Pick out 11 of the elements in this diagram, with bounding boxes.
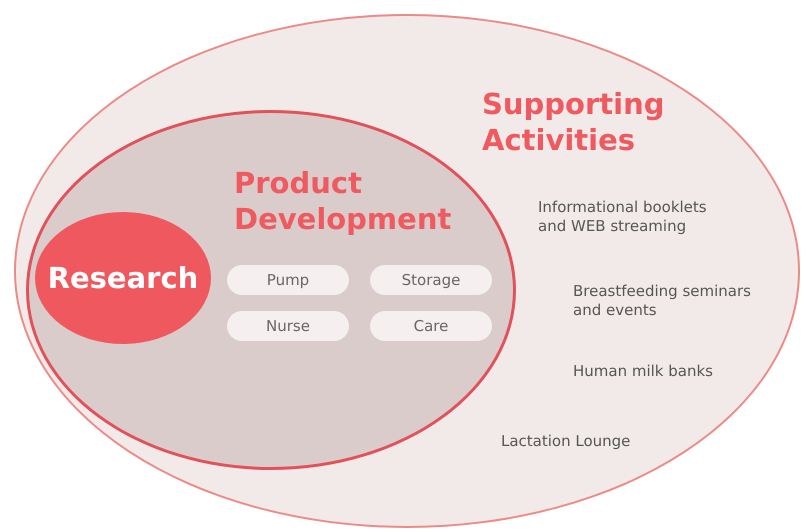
ellipse-title: Research — [48, 261, 198, 295]
item-pill: Pump — [227, 265, 349, 295]
ellipse-title: Supporting Activities — [482, 86, 666, 158]
activity-text: Lactation Lounge — [501, 432, 632, 451]
item-pill: Storage — [370, 265, 492, 295]
activity-text: Human milk banks — [573, 362, 714, 381]
activity-text: Informational booklets and WEB streaming — [538, 198, 708, 236]
item-pill: Nurse — [227, 311, 349, 341]
activity-text: Breastfeeding seminars and events — [573, 282, 752, 320]
item-pill: Care — [370, 311, 492, 341]
ellipse-title: Product Development — [234, 165, 452, 238]
